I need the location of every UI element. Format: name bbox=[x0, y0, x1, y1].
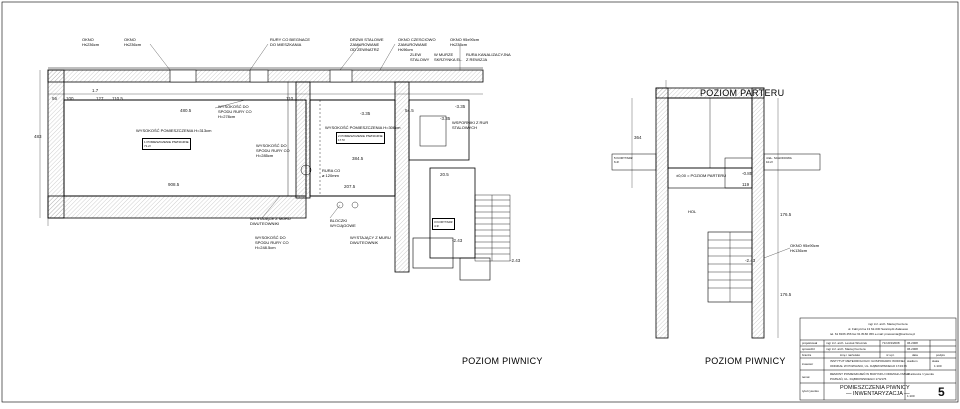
dim-top-1: 1.7 bbox=[92, 88, 99, 93]
tb-tytul-label: tytuł rysunku bbox=[802, 389, 819, 393]
level-2: -3.35 bbox=[440, 116, 451, 121]
level-1: -3.35 bbox=[360, 111, 371, 116]
dim-top-3: 110.5 bbox=[112, 96, 123, 101]
tb-r3-name: imię i nazwisko bbox=[840, 353, 861, 357]
tb-r3-no: nr upr. bbox=[886, 353, 895, 357]
dim-top-2: 127 bbox=[96, 96, 104, 101]
label-wys-pom-2: WYSOKOŚĆ POMIESZCZENIA H=306cm bbox=[325, 125, 401, 130]
tb-temat-label: temat bbox=[802, 375, 810, 379]
dim-side: 483 bbox=[34, 134, 42, 139]
dim-left-1: 100 bbox=[66, 96, 74, 101]
tb-inwestor-1: INSTYTUT METEOROLOGII I GOSPODARKI WODNE… bbox=[830, 359, 906, 363]
dim-mid-2: 54.5 bbox=[405, 108, 414, 113]
tb-skala-val: 1:100 bbox=[934, 364, 942, 368]
level-4: -2.43 bbox=[510, 258, 521, 263]
tb-r1-role: projektował bbox=[802, 341, 818, 345]
level-7: -3.35 bbox=[455, 104, 466, 109]
tb-r1-name: mgr inż. arch. Leszek Wroczek bbox=[826, 341, 867, 345]
dim-left-2: 56 bbox=[52, 96, 58, 101]
dim-bottom: 908.5 bbox=[168, 182, 180, 187]
tb-r1-no: 71/1/03/2008 bbox=[882, 341, 900, 345]
r-dim-2: 176.5 bbox=[780, 212, 792, 217]
tb-r1-date: 06.2008 bbox=[907, 341, 918, 345]
title-poziom-piwnicy-1: POZIOM PIWNICY bbox=[462, 356, 543, 366]
dim-mid-3: 20.5 bbox=[440, 172, 449, 177]
level-3: -2.43 bbox=[452, 238, 463, 243]
tb-r3-date: data bbox=[912, 353, 918, 357]
r-dim-1: 364 bbox=[634, 135, 642, 140]
tb-r3-sign: podpis bbox=[936, 353, 945, 357]
r-dim-4: 176.5 bbox=[780, 292, 792, 297]
plan-ground-floor bbox=[611, 80, 821, 339]
dim-mid-1: 110 bbox=[286, 96, 294, 101]
tb-tytul-1: POMIESZCZENIA PIWNICY bbox=[840, 385, 910, 391]
title-block bbox=[799, 317, 957, 401]
tb-r2-date: 06.2008 bbox=[907, 347, 918, 351]
tb-firm-3: tel. 61 8166 456 fax 61 8166 456 e-mail:… bbox=[830, 332, 915, 336]
dim-mid-4: 384.5 bbox=[352, 156, 364, 161]
tb-temat-1: REMONT POMIESZCZEŃ W BUDYNKU ODDZIAŁU IM… bbox=[830, 372, 910, 376]
tb-arkusz: nr arkusza / rysunku bbox=[907, 372, 935, 376]
title-poziom-piwnicy-2: POZIOM PIWNICY bbox=[705, 356, 786, 366]
dim-left-3: 480.5 bbox=[180, 108, 192, 113]
tb-r2-role: sprawdził bbox=[802, 347, 815, 351]
label-hol: HOL bbox=[688, 209, 697, 214]
label-wys-pom-1: WYSOKOŚĆ POMIESZCZENIA H=313cm bbox=[136, 128, 212, 133]
tb-rys-no: 5 bbox=[938, 385, 945, 399]
tb-skala: skala bbox=[932, 359, 940, 363]
r-dim-3: 119 bbox=[742, 182, 750, 187]
level-5: -0.85 bbox=[742, 171, 753, 176]
tb-temat-2: POZNAŃ, UL. DĄBROWSKIEGO 174/176 bbox=[830, 377, 887, 381]
tb-skala-2: 1:100 bbox=[907, 394, 915, 398]
tb-inwestor-label: inwestor bbox=[802, 362, 814, 366]
label-zero-parteru: ±0,00 = POZIOM PARTERU bbox=[676, 173, 727, 178]
tb-tytul-2: — INWENTARYZACJA — bbox=[846, 391, 910, 397]
tb-firm-2: ul. Fabryczna 13 62-030 Swarzędz-Zalasew… bbox=[848, 327, 909, 331]
tb-firm-1: mgr inż. arch. Maciej Kuczera bbox=[868, 322, 908, 326]
plan-basement-main bbox=[39, 43, 511, 281]
tb-inwestor-2: ODDZIAŁ W POZNANIU, UL. DĄBROWSKIEGO 174… bbox=[830, 364, 907, 368]
tb-r3-role: branża bbox=[802, 353, 812, 357]
title-poziom-parteru: POZIOM PARTERU bbox=[700, 88, 785, 98]
level-6: -2.43 bbox=[745, 258, 756, 263]
dim-mid-5: 207.5 bbox=[344, 184, 356, 189]
tb-r2-name: mgr inż. arch. Maciej Kuczera bbox=[826, 347, 866, 351]
tb-stadium: stadium bbox=[907, 359, 918, 363]
